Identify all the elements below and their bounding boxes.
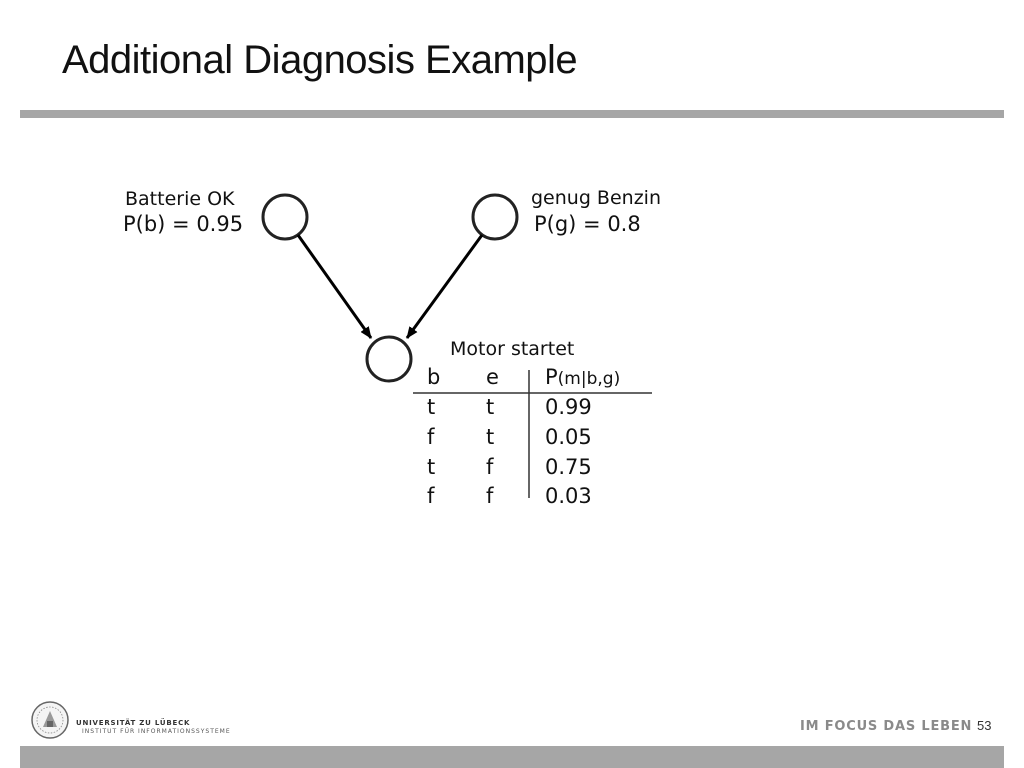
cpt-cell-b: f — [427, 425, 435, 449]
node-battery-prob: P(b) = 0.95 — [123, 212, 243, 236]
cpt-table: b e P(m|b,g) t t 0.99 f t 0.05 t f 0.75 … — [413, 365, 652, 508]
cpt-cell-b: t — [427, 395, 435, 419]
institute-name: INSTITUT FÜR INFORMATIONSSYSTEME — [82, 728, 231, 735]
university-motto: IM FOCUS DAS LEBEN — [800, 719, 973, 734]
cpt-cell-p: 0.99 — [545, 395, 592, 419]
page-title: Additional Diagnosis Example — [62, 38, 578, 82]
table-row: f t 0.05 — [427, 425, 592, 449]
cpt-cell-p: 0.75 — [545, 455, 592, 479]
cpt-cell-p: 0.03 — [545, 484, 592, 508]
cpt-cell-e: t — [486, 395, 494, 419]
page-number: 53 — [977, 718, 992, 733]
cpt-header-p: P(m|b,g) — [545, 365, 620, 389]
cpt-header-e: e — [486, 365, 499, 389]
table-row: t t 0.99 — [427, 395, 592, 419]
cpt-header-b: b — [427, 365, 440, 389]
node-fuel — [471, 193, 519, 241]
table-row: f f 0.03 — [427, 484, 592, 508]
footer-bar — [20, 746, 1004, 768]
cpt-cell-e: f — [486, 455, 494, 479]
node-fuel-label: genug Benzin — [531, 187, 661, 209]
cpt-cell-p: 0.05 — [545, 425, 592, 449]
node-motor — [365, 335, 413, 383]
edge-fuel-motor — [405, 234, 484, 339]
node-motor-label: Motor startet — [450, 338, 574, 360]
cpt-cell-b: f — [427, 484, 435, 508]
cpt-cell-e: f — [486, 484, 494, 508]
cpt-cell-b: t — [427, 455, 435, 479]
bayesian-network-diagram: Batterie OK P(b) = 0.95 genug Benzin P(g… — [123, 187, 661, 508]
university-name: UNIVERSITÄT ZU LÜBECK — [76, 719, 191, 727]
edge-battery-motor — [296, 234, 373, 339]
node-battery — [261, 193, 309, 241]
university-seal-logo — [31, 701, 69, 739]
table-row: t f 0.75 — [427, 455, 592, 479]
cpt-cell-e: t — [486, 425, 494, 449]
title-divider — [20, 110, 1004, 118]
node-battery-label: Batterie OK — [125, 188, 235, 210]
node-fuel-prob: P(g) = 0.8 — [534, 212, 641, 236]
